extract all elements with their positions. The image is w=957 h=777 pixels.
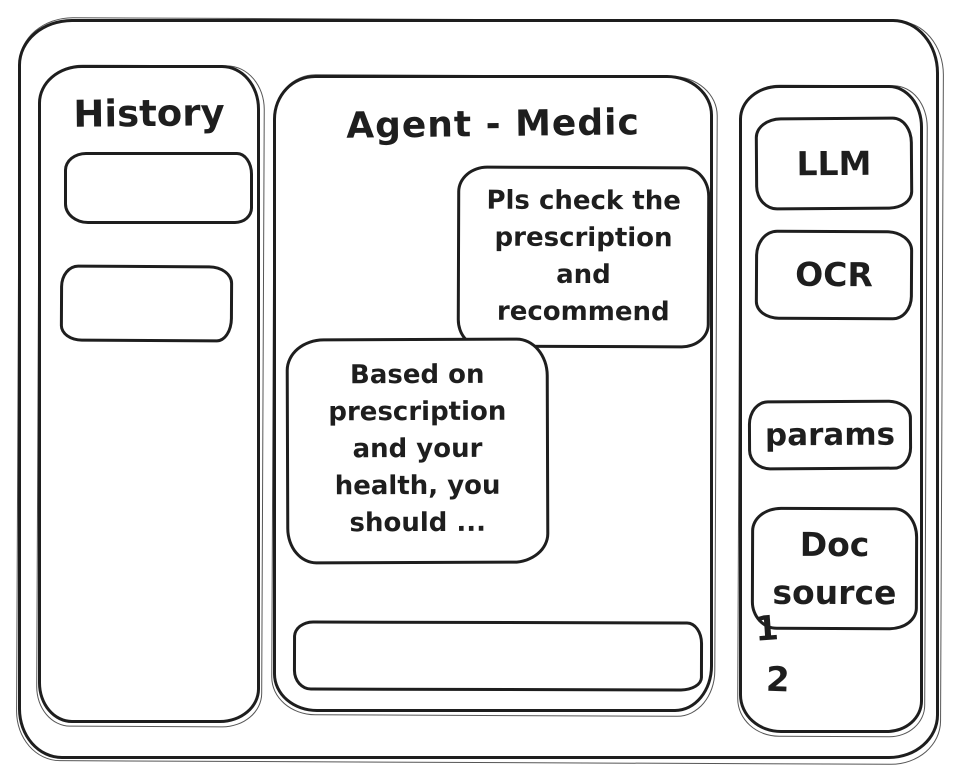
history-title: History [73, 91, 225, 136]
tools-panel: LLM OCR params Doc source 1 2 [739, 85, 923, 733]
user-message-bubble: Pls check the prescription and recommend [456, 165, 711, 349]
doc-source-item-2[interactable]: 2 [765, 659, 791, 701]
history-sidebar: History [38, 65, 260, 723]
message-input[interactable] [292, 620, 704, 692]
llm-button[interactable]: LLM [754, 116, 914, 211]
page-title: Agent - Medic [345, 102, 641, 147]
assistant-message-bubble: Based on prescription and your health, y… [285, 337, 550, 565]
chat-panel: Agent - Medic Pls check the prescription… [273, 75, 713, 712]
history-item[interactable] [59, 264, 234, 343]
doc-source-item-1[interactable]: 1 [753, 608, 781, 650]
params-button[interactable]: params [747, 399, 913, 471]
ocr-button[interactable]: OCR [754, 229, 914, 321]
history-item[interactable] [64, 152, 253, 224]
